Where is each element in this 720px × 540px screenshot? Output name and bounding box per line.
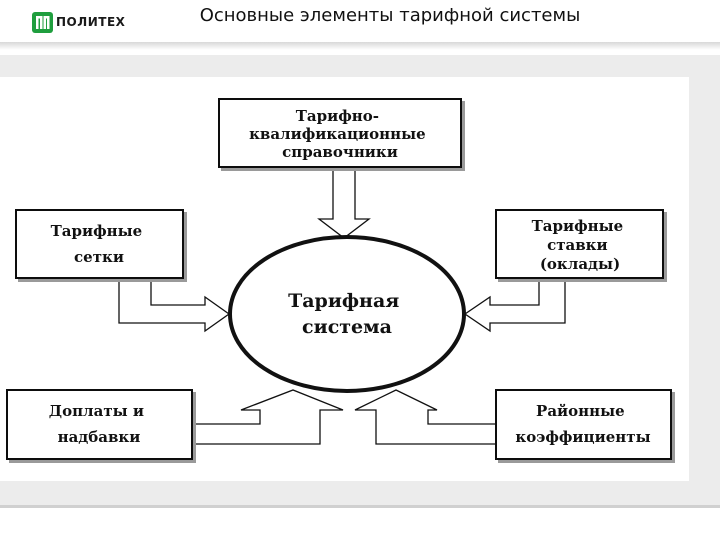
politech-logo-icon [32,11,53,33]
handbooks-line-2: квалификационные [249,125,426,143]
label-grids: Тарифные сетки [51,222,148,266]
arrow-rates-to-system [463,277,566,333]
page-title: Основные элементы тарифной системы [199,5,581,26]
arrow-allowances-to-system [191,389,344,445]
rates-line-2: ставки [547,236,608,254]
header: ПОЛИТЕХ Основные элементы тарифной систе… [0,0,720,42]
handbooks-line-1: Тарифно- [296,107,379,125]
handbooks-line-3: справочники [282,143,398,161]
allowances-line-1: Доплаты и [49,402,144,420]
logo-text: ПОЛИТЕХ [56,15,126,29]
center-line-1: Тарифная [288,290,399,312]
allowances-line-2: надбавки [58,428,141,446]
header-shadow [0,42,720,50]
label-regional: Районные коэффициенты [515,402,650,446]
rates-line-1: Тарифные [532,217,624,235]
center-label: Тарифная система [288,290,406,338]
box-handbooks [218,98,462,168]
arrow-grids-to-system [118,277,231,333]
arrow-regional-to-system [354,389,497,445]
grids-line-2: сетки [74,248,124,266]
label-handbooks: Тарифно- квалификационные справочники [249,107,431,161]
rates-line-3: (оклады) [540,255,620,273]
bottom-divider [0,505,720,508]
label-rates: Тарифные ставки (оклады) [532,217,629,273]
box-rates [495,209,664,279]
label-allowances: Доплаты и надбавки [49,402,150,446]
grids-line-1: Тарифные [51,222,143,240]
center-ellipse [228,235,466,393]
regional-line-2: коэффициенты [515,428,650,446]
box-regional [495,389,672,460]
center-line-2: система [302,316,392,338]
logo[interactable]: ПОЛИТЕХ [32,11,125,33]
box-grids [15,209,184,279]
box-allowances [6,389,193,460]
arrow-handbooks-to-system [317,168,371,239]
regional-line-1: Районные [536,402,625,420]
